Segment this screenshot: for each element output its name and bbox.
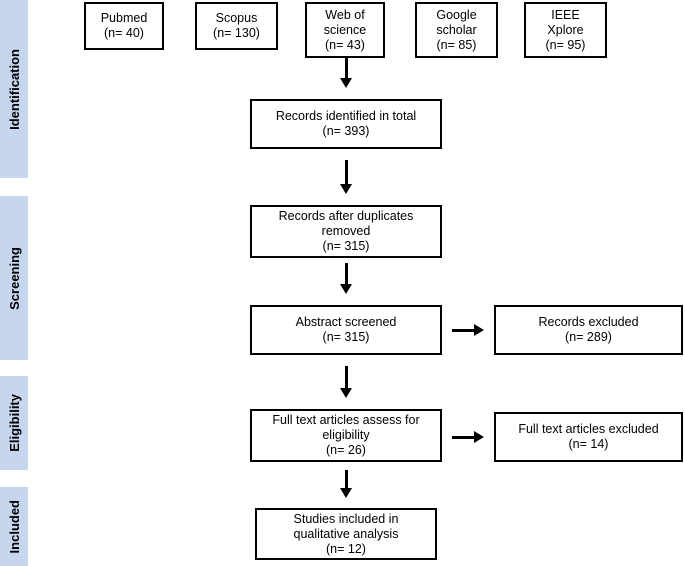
flow-box-studies-included: Studies included in qualitative analysis…	[255, 508, 437, 560]
exclusion-box-full-text-excluded: Full text articles excluded (n= 14)	[494, 412, 683, 462]
stage-label: Screening	[6, 246, 22, 310]
flow-box-text: Studies included in qualitative analysis…	[293, 511, 399, 556]
source-box-text: Web of science (n= 43)	[323, 7, 367, 52]
arrow-shaft	[344, 263, 348, 285]
stage-band-included: Included	[0, 487, 28, 566]
stage-label: Identification	[6, 48, 22, 130]
arrow-head-icon	[474, 324, 484, 336]
source-box-web-of-science: Web of science (n= 43)	[305, 2, 385, 58]
source-box-scopus: Scopus (n= 130)	[195, 2, 278, 50]
arrow-head-icon	[340, 488, 352, 498]
source-box-text: IEEE Xplore (n= 95)	[545, 7, 586, 52]
source-box-text: Google scholar (n= 85)	[436, 7, 477, 52]
exclusion-box-text: Full text articles excluded (n= 14)	[518, 422, 659, 451]
flow-box-text: Full text articles assess for eligibilit…	[272, 413, 420, 457]
source-box-pubmed: Pubmed (n= 40)	[84, 2, 164, 50]
source-box-text: Scopus (n= 130)	[213, 11, 260, 40]
stage-band-screening: Screening	[0, 196, 28, 360]
arrow-shaft	[344, 58, 348, 79]
stage-label: Eligibility	[6, 394, 22, 452]
exclusion-box-text: Records excluded (n= 289)	[538, 315, 639, 344]
stage-label: Included	[6, 499, 22, 554]
flow-box-text: Records identified in total (n= 393)	[275, 109, 417, 138]
arrow-head-icon	[474, 431, 484, 443]
arrow-head-icon	[340, 184, 352, 194]
stage-band-identification: Identification	[0, 0, 28, 178]
flow-box-full-text-assessed: Full text articles assess for eligibilit…	[250, 409, 442, 462]
arrow-shaft	[344, 470, 348, 489]
flow-box-records-after-duplicates: Records after duplicates removed (n= 315…	[250, 205, 442, 258]
arrow-head-icon	[340, 284, 352, 294]
flow-box-abstract-screened: Abstract screened (n= 315)	[250, 305, 442, 355]
arrow-shaft	[452, 435, 475, 439]
source-box-ieee-xplore: IEEE Xplore (n= 95)	[524, 2, 607, 58]
arrow-shaft	[344, 366, 348, 389]
arrow-shaft	[344, 160, 348, 185]
arrow-head-icon	[340, 78, 352, 88]
flow-box-text: Records after duplicates removed (n= 315…	[278, 209, 414, 253]
source-box-text: Pubmed (n= 40)	[100, 11, 148, 40]
stage-band-eligibility: Eligibility	[0, 376, 28, 470]
arrow-head-icon	[340, 388, 352, 398]
flow-box-records-identified: Records identified in total (n= 393)	[250, 99, 442, 149]
source-box-google-scholar: Google scholar (n= 85)	[415, 2, 498, 58]
flow-box-text: Abstract screened (n= 315)	[295, 315, 397, 344]
exclusion-box-records-excluded: Records excluded (n= 289)	[494, 305, 683, 355]
arrow-shaft	[452, 328, 475, 332]
